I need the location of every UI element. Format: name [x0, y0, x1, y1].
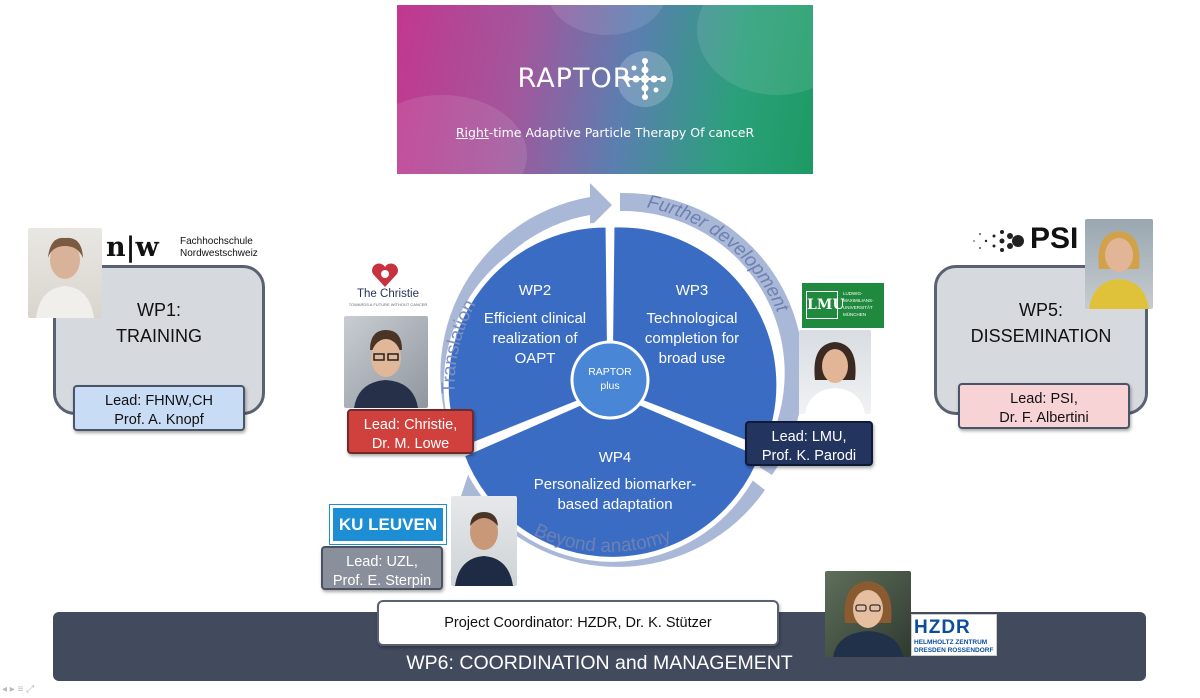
wp5-subtitle: DISSEMINATION	[970, 326, 1112, 346]
wp1-lead-line1: Lead: FHNW,CH	[105, 393, 213, 409]
christie-lead-box: Lead: Christie, Dr. M. Lowe	[347, 409, 474, 454]
hzdr-logo-box: HZDR HELMHOLTZ ZENTRUM DRESDEN ROSSENDOR…	[911, 614, 997, 656]
workpackage-wheel: RAPTOR plus Translation Further developm…	[439, 183, 800, 567]
kuleuven-logo-box: KU LEUVEN	[329, 504, 447, 545]
lmu-lead-line2: Prof. K. Parodi	[761, 448, 857, 464]
kuleuven-logo: KU LEUVEN	[338, 515, 438, 534]
psi-logo: PSI	[1030, 222, 1079, 255]
arrow-beyond-anatomy	[458, 475, 765, 567]
wp1-title-line: WP1:	[136, 300, 181, 320]
wp3-line3: broad use	[659, 350, 726, 367]
wp4-line1: Personalized biomarker-	[534, 476, 697, 493]
wp6-label: WP6: COORDINATION and MANAGEMENT	[406, 652, 793, 674]
lmu-lead-line1: Lead: LMU,	[771, 429, 847, 445]
christie-lead-line1: Lead: Christie,	[363, 417, 458, 433]
hzdr-logo: HZDR	[914, 617, 971, 638]
lmu-side-4: MÜNCHEN	[843, 312, 866, 317]
uzl-lead-line1: Lead: UZL,	[346, 554, 418, 570]
lmu-side-1: LUDWIG-	[843, 291, 863, 296]
lmu-logo: LMU	[806, 291, 845, 319]
wp2-line1: Efficient clinical	[484, 310, 586, 327]
banner-subtitle-rest: -time Adaptive Particle Therapy Of cance…	[488, 125, 755, 140]
photo-albertini	[1085, 219, 1153, 309]
banner-subtitle: Right-time Adaptive Particle Therapy Of …	[397, 125, 813, 140]
lmu-lead-box: Lead: LMU, Prof. K. Parodi	[745, 421, 873, 466]
wp5-lead-line2: Dr. F. Albertini	[999, 410, 1089, 426]
wp5-lead-line1: Lead: PSI,	[1010, 391, 1078, 407]
slide-controls-icon[interactable]: ◂ ▸ ≡ ⤢	[2, 684, 35, 695]
wp2-line3: OAPT	[515, 350, 556, 367]
photo-sterpin	[451, 496, 517, 586]
hzdr-line2: DRESDEN ROSSENDORF	[914, 646, 994, 654]
fhnw-line2: Nordwestschweiz	[180, 248, 258, 259]
wp1-lead-box: Lead: FHNW,CH Prof. A. Knopf	[73, 385, 245, 431]
center-line1: RAPTOR	[588, 366, 632, 378]
wp5-title: WP5: DISSEMINATION	[934, 297, 1148, 349]
wheel-center	[570, 340, 650, 420]
christie-logo: The Christie	[357, 288, 419, 300]
center-line2: plus	[600, 380, 619, 392]
wp3-line1: Technological	[647, 310, 738, 327]
uzl-lead-line2: Prof. E. Sterpin	[332, 573, 432, 589]
christie-tagline: TOWARDS A FUTURE WITHOUT CANCER	[348, 302, 428, 307]
wp4-line2: based adaptation	[557, 496, 672, 513]
lmu-logo-side: LUDWIG- MAXIMILIANS- UNIVERSITÄT MÜNCHEN	[843, 290, 874, 318]
raptor-banner: RAPTOR Right-time Adaptive Particle Ther…	[397, 5, 813, 174]
wp4-title: WP4	[599, 449, 632, 466]
photo-lowe	[344, 316, 428, 408]
hzdr-logo-text: HELMHOLTZ ZENTRUM DRESDEN ROSSENDORF	[914, 639, 993, 654]
christie-heart-icon	[372, 263, 398, 287]
wp5-lead-box: Lead: PSI, Dr. F. Albertini	[958, 383, 1130, 429]
banner-title: RAPTOR	[397, 63, 813, 94]
wp1-title: WP1: TRAINING	[53, 297, 265, 349]
wp1-lead-line2: Prof. A. Knopf	[114, 412, 204, 428]
wp2-line2: realization of	[492, 330, 578, 347]
psi-logo-icon	[973, 230, 1024, 252]
wp2-title: WP2	[519, 282, 552, 299]
fhnw-logo-text: Fachhochschule Nordwestschweiz	[180, 236, 258, 260]
arrow-further-development	[620, 192, 800, 475]
lmu-logo-box: LMU LUDWIG- MAXIMILIANS- UNIVERSITÄT MÜN…	[802, 283, 884, 328]
lmu-side-3: UNIVERSITÄT	[843, 305, 873, 310]
fhnw-logo: n|w	[106, 232, 159, 263]
photo-stuetzer	[825, 571, 911, 657]
wp5-title-line: WP5:	[1018, 300, 1063, 320]
wp3-title: WP3	[676, 282, 709, 299]
fhnw-line1: Fachhochschule	[180, 236, 253, 247]
raptor-brand: RAPTOR	[517, 63, 633, 94]
wp1-subtitle: TRAINING	[115, 326, 202, 346]
raptor-plus-logo-icon	[617, 51, 673, 107]
banner-subtitle-right: Right	[455, 125, 489, 140]
photo-parodi	[799, 330, 871, 414]
hzdr-line1: HELMHOLTZ ZENTRUM	[914, 639, 988, 646]
wp3-line2: completion for	[645, 330, 739, 347]
project-coordinator-box: Project Coordinator: HZDR, Dr. K. Stütze…	[377, 600, 779, 646]
uzl-lead-box: Lead: UZL, Prof. E. Sterpin	[321, 546, 443, 590]
photo-knopf	[28, 228, 102, 318]
wp3-segment	[607, 222, 782, 454]
lmu-side-2: MAXIMILIANS-	[843, 298, 874, 303]
christie-lead-line2: Dr. M. Lowe	[371, 436, 450, 452]
